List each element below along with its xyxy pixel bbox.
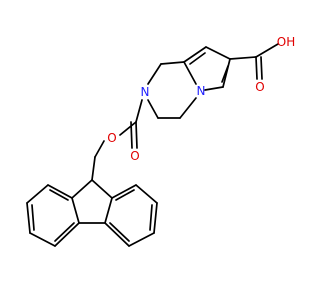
bond	[47, 184, 73, 199]
bond	[260, 56, 263, 80]
bond-double	[109, 222, 130, 242]
bond	[135, 99, 143, 123]
bond-double	[54, 222, 75, 242]
bond	[135, 184, 158, 204]
bond	[91, 156, 96, 181]
bond	[229, 56, 257, 60]
bond	[147, 99, 159, 119]
bond	[104, 197, 113, 224]
bond	[222, 58, 231, 88]
bond-double	[49, 189, 69, 201]
bond	[204, 86, 224, 91]
bond	[135, 121, 138, 149]
bond	[160, 61, 185, 65]
bond	[119, 121, 137, 136]
bond	[91, 179, 113, 199]
bond	[255, 43, 279, 58]
bond-double	[149, 204, 153, 231]
bond	[128, 232, 155, 247]
bond	[104, 222, 130, 247]
bond	[26, 202, 31, 234]
bond	[111, 184, 137, 199]
bond	[147, 63, 162, 85]
bonds	[26, 43, 279, 247]
bond-double	[31, 204, 35, 231]
nitrogen-pyrrole-label: N	[197, 84, 206, 98]
bond	[54, 222, 80, 247]
bond	[71, 179, 93, 199]
bond-double	[115, 189, 135, 201]
bond	[153, 202, 158, 234]
bond	[205, 46, 231, 60]
oxygen-acid-carbonyl-label: O	[255, 80, 264, 94]
bond	[26, 184, 49, 204]
bond	[179, 97, 197, 119]
nitrogen-ring-label: N	[141, 85, 150, 99]
atom-labels: N N O O O OH	[107, 35, 295, 163]
bond	[94, 140, 105, 158]
bond-double	[221, 65, 229, 83]
oxygen-ester-label: O	[107, 131, 116, 145]
molecule-structure: N N O O O OH	[26, 35, 295, 247]
bond	[255, 56, 258, 80]
oxygen-carbonyl-label: O	[130, 149, 139, 163]
bond	[29, 232, 56, 247]
bond	[71, 197, 80, 224]
bond-double	[189, 52, 206, 65]
structure-canvas: N N O O O OH	[26, 35, 295, 247]
bond	[183, 46, 207, 63]
acid-hydroxyl-label: OH	[277, 35, 295, 49]
bond	[183, 61, 197, 85]
